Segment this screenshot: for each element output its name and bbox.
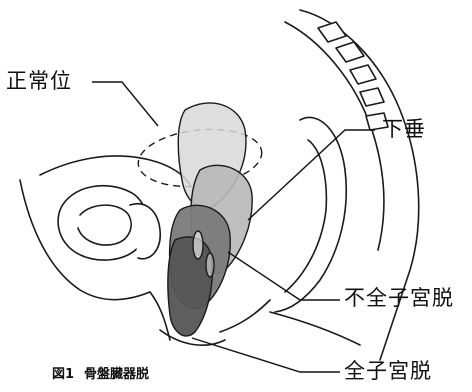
figure-caption: 図1 骨盤臓器脱 <box>52 368 159 381</box>
vertebra-4 <box>360 88 384 106</box>
figure-number: 図1 <box>52 367 74 382</box>
leader-normal <box>92 82 158 126</box>
bladder-inner <box>78 205 131 245</box>
rectum-inner <box>285 140 326 292</box>
cervix-1 <box>193 231 203 259</box>
vagina-anterior <box>150 292 170 340</box>
label-prolapse: 下垂 <box>382 119 426 140</box>
vertebra-3 <box>350 65 376 84</box>
vagina-posterior <box>220 300 270 332</box>
cervix-2 <box>206 253 214 277</box>
figure-title: 骨盤臓器脱 <box>84 367 149 382</box>
uterus-complete <box>168 237 213 336</box>
label-normal: 正常位 <box>6 71 72 92</box>
label-partial: 不全子宮脱 <box>344 288 454 309</box>
buttock-line <box>270 312 360 345</box>
label-complete: 全子宮脱 <box>344 361 432 382</box>
abdominal-wall <box>20 180 150 300</box>
intestine-loop <box>40 156 190 185</box>
vertebra-1 <box>318 22 346 42</box>
rectum-outline <box>275 117 346 312</box>
vertebra-2 <box>336 42 364 62</box>
